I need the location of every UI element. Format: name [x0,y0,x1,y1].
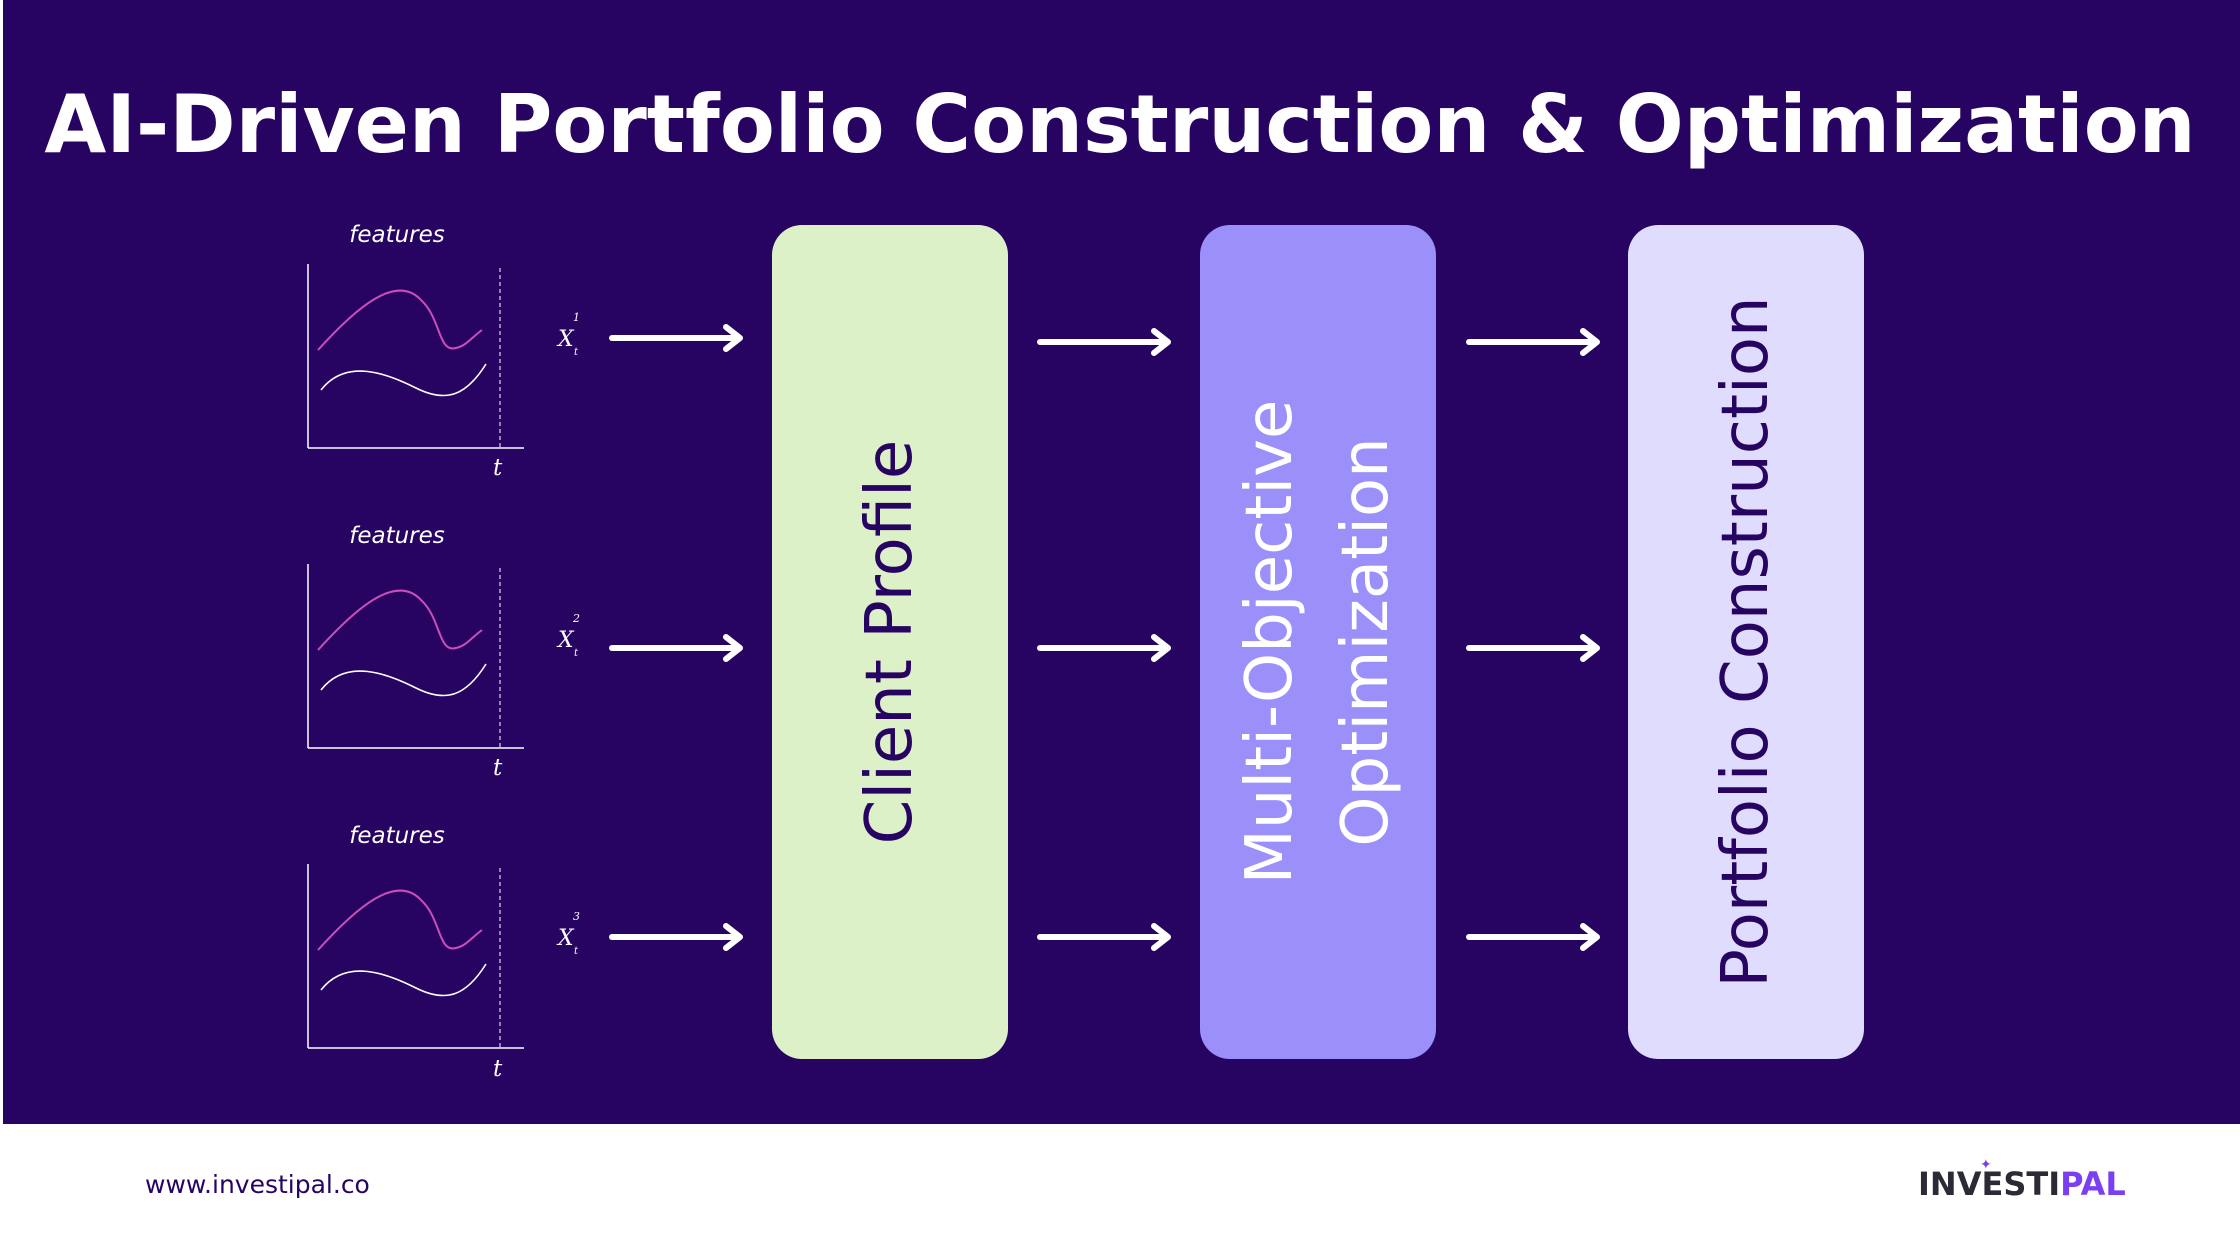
variable-x2: X 2 t [558,612,580,659]
client-profile-label: Client Profile [853,439,927,845]
time-axis-label: t [493,1056,503,1082]
page-title: AI-Driven Portfolio Construction & Optim… [44,78,2196,171]
arrow-right-icon [612,327,740,349]
feature-chart [307,264,524,449]
arrow-right-icon [612,637,740,659]
arrow-right-icon [1469,637,1597,659]
feature-chart [307,564,524,749]
portfolio-construction-label: Portfolio Construction [1709,296,1783,988]
arrow-right-icon [1040,637,1168,659]
arrow-right-icon [1469,331,1597,353]
time-axis-label: t [493,755,503,781]
arrow-right-icon [1040,926,1168,948]
arrow-right-icon [612,926,740,948]
variable-x3: X 3 t [558,910,580,957]
features-label: features [349,523,445,549]
flow-arrows [0,0,2240,1124]
footer-url[interactable]: www.investipal.co [145,1170,370,1199]
investipal-logo: INVESTIPAL ✦ [1918,1157,2126,1203]
features-label: features [349,222,445,248]
sparkle-icon: ✦ [1980,1157,1992,1173]
features-label: features [349,823,445,849]
multi-objective-optimization-box: Multi-Objective Optimization [1200,225,1436,1059]
feature-chart [307,864,524,1049]
variable-x1: X 1 t [558,311,580,358]
arrow-right-icon [1469,926,1597,948]
arrow-right-icon [1040,331,1168,353]
portfolio-construction-box: Portfolio Construction [1628,225,1864,1059]
client-profile-box: Client Profile [772,225,1008,1059]
time-axis-label: t [493,455,503,481]
multi-objective-optimization-label: Multi-Objective Optimization [1233,399,1403,885]
